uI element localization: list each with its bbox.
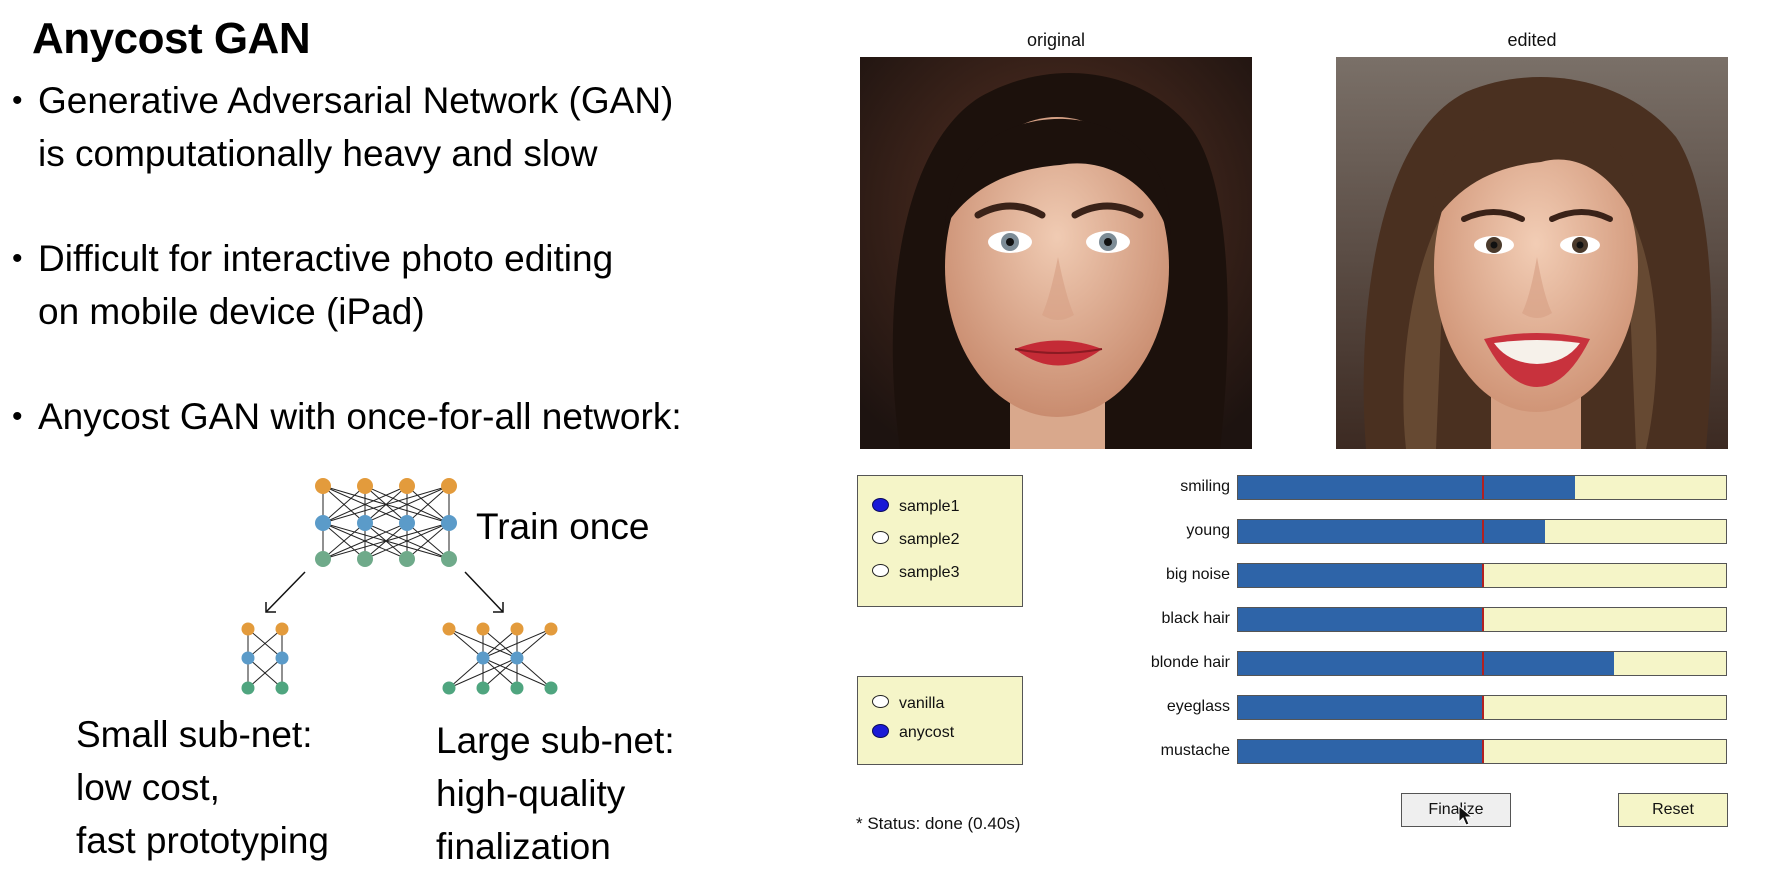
original-image-label: original <box>1026 30 1086 50</box>
slider-label-smiling: smiling <box>1180 478 1230 495</box>
slider-fill <box>1238 564 1482 587</box>
radio-anycost[interactable]: anycost <box>872 723 955 742</box>
radio-label: vanilla <box>899 695 945 712</box>
radio-unselected-icon <box>872 695 889 709</box>
small-subnet-caption: Small sub-net: low cost, fast prototypin… <box>76 708 329 867</box>
slider-fill <box>1238 696 1482 719</box>
radio-unselected-icon <box>872 531 889 545</box>
full-network-nodes <box>315 478 457 567</box>
mode-selector-panel: vanilla anycost <box>857 676 1023 765</box>
large-subnet-caption: Large sub-net: high-quality finalization <box>436 714 675 873</box>
radio-label: sample1 <box>899 498 960 515</box>
slider-blonde-hair[interactable] <box>1237 651 1727 676</box>
split-arrows <box>265 571 504 613</box>
slider-center-line <box>1482 608 1484 631</box>
slider-label-mustache: mustache <box>1160 742 1230 759</box>
slider-eyeglass[interactable] <box>1237 695 1727 720</box>
slider-center-line <box>1482 740 1484 763</box>
reset-button[interactable]: Reset <box>1618 793 1728 827</box>
slider-label-eyeglass: eyeglass <box>1166 698 1230 715</box>
large-subnet-edges <box>448 628 552 689</box>
bullet-line: on mobile device (iPad) <box>38 291 425 332</box>
mouse-cursor-icon <box>1458 805 1474 826</box>
slider-label-black-hair: black hair <box>1161 610 1230 627</box>
radio-unselected-icon <box>872 564 889 578</box>
radio-label: anycost <box>899 724 955 741</box>
radio-selected-icon <box>872 723 889 738</box>
radio-sample3[interactable]: sample3 <box>872 564 959 582</box>
radio-sample2[interactable]: sample2 <box>872 531 959 549</box>
slider-center-line <box>1482 476 1484 499</box>
bullet-line: Generative Adversarial Network (GAN) <box>38 80 674 121</box>
large-subnet-nodes <box>442 622 558 695</box>
full-network-edges <box>322 485 450 560</box>
status-text: * Status: done (0.40s) <box>856 814 1021 833</box>
slider-label-blonde-hair: blonde hair <box>1150 654 1230 671</box>
caption-line: fast prototyping <box>76 820 329 861</box>
bullet-once-for-all: • Anycost GAN with once-for-all network: <box>12 390 682 443</box>
caption-line: high-quality <box>436 773 626 814</box>
bullet-dot: • <box>12 242 23 275</box>
slider-label-young: young <box>1186 522 1230 539</box>
slider-mustache[interactable] <box>1237 739 1727 764</box>
slider-black-hair[interactable] <box>1237 607 1727 632</box>
small-subnet-nodes <box>241 622 289 695</box>
radio-label: sample2 <box>899 531 960 548</box>
original-face-image <box>860 57 1252 449</box>
slider-fill <box>1238 740 1482 763</box>
radio-vanilla[interactable]: vanilla <box>872 695 944 713</box>
radio-sample1[interactable]: sample1 <box>872 497 960 516</box>
bullet-mobile-editing: • Difficult for interactive photo editin… <box>12 232 613 338</box>
once-for-all-network-diagram <box>241 478 558 695</box>
sample-selector-panel: sample1 sample2 sample3 <box>857 475 1023 607</box>
bullet-gan-heavy: • Generative Adversarial Network (GAN) i… <box>12 74 673 180</box>
finalize-button[interactable]: Finalize <box>1401 793 1511 827</box>
caption-line: low cost, <box>76 767 220 808</box>
radio-label: sample3 <box>899 564 960 581</box>
slider-center-line <box>1482 520 1484 543</box>
bullet-dot: • <box>12 84 23 117</box>
slide-title: Anycost GAN <box>32 14 311 63</box>
slider-center-line <box>1482 652 1484 675</box>
bullet-line: is computationally heavy and slow <box>38 133 598 174</box>
edited-image-label: edited <box>1507 30 1557 50</box>
slider-fill <box>1238 652 1614 675</box>
slider-center-line <box>1482 564 1484 587</box>
caption-line: Small sub-net: <box>76 714 313 755</box>
slider-fill <box>1238 608 1482 631</box>
slider-young[interactable] <box>1237 519 1727 544</box>
caption-line: finalization <box>436 826 611 867</box>
radio-selected-icon <box>872 497 889 512</box>
slider-big-noise[interactable] <box>1237 563 1727 588</box>
bullet-line: Anycost GAN with once-for-all network: <box>38 396 682 437</box>
edited-face-image <box>1336 57 1728 449</box>
caption-line: Large sub-net: <box>436 720 675 761</box>
slider-label-big-noise: big noise <box>1165 566 1230 583</box>
slider-fill <box>1238 520 1546 543</box>
slider-fill <box>1238 476 1575 499</box>
bullet-line: Difficult for interactive photo editing <box>38 238 614 279</box>
slider-smiling[interactable] <box>1237 475 1727 500</box>
slider-center-line <box>1482 696 1484 719</box>
bullet-dot: • <box>12 400 23 433</box>
train-once-label: Train once <box>476 506 650 547</box>
